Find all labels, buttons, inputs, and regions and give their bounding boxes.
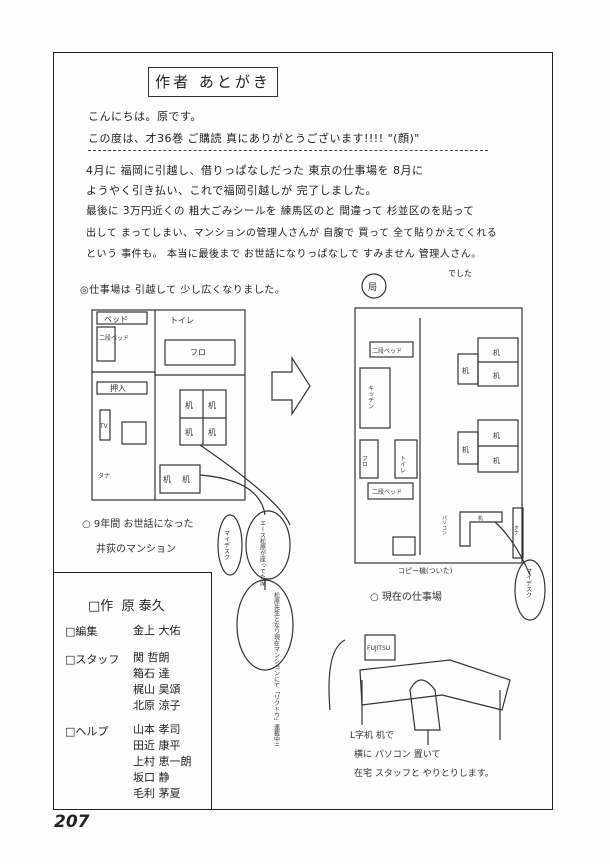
desk-caption: 横に パソコン 置いて [354, 748, 440, 760]
aside-note: でした [448, 269, 472, 278]
copier-label: コピー機(ついた) [398, 566, 453, 575]
balloon-ace: エース松原が座ってた席 [259, 520, 266, 587]
new-plan-label: 机 [493, 456, 500, 465]
editor-name: 金上 大佑 [133, 624, 181, 637]
help-list: 山本 孝司 田近 康平 上村 恵一朗 坂口 静 毛利 茅夏 [133, 722, 192, 802]
staff-label: □スタッフ [65, 653, 120, 666]
balloon-mydesk-new: マイデスク [525, 568, 532, 598]
old-plan-label: タナ [98, 472, 110, 480]
balloon-mydesk-old: マイデスク [223, 530, 230, 560]
staff-name: 梶山 昊頌 [133, 683, 181, 696]
help-name: 田近 康平 [133, 739, 181, 752]
old-plan-label: TV [99, 423, 109, 430]
old-plan-caption: 井荻のマンション [96, 542, 176, 555]
new-plan-label: パソコン [441, 515, 447, 535]
new-plan-label: 机 [478, 515, 483, 522]
new-plan-label: 二段ベッド [372, 347, 402, 355]
page-number: 207 [54, 812, 90, 832]
old-plan-label: 机 [208, 427, 216, 437]
new-plan-label: 机 [493, 371, 500, 380]
new-plan-label: 机 [462, 366, 469, 375]
new-plan-label: 机 [462, 445, 469, 454]
new-plan-labels: 局 二段ベッド キッチン フロ トイレ 二段ベッド 机 机 机 机 机 机 机 … [350, 282, 532, 779]
desk-caption: L字机 机で [350, 729, 394, 741]
old-plan-label: 机 [163, 474, 171, 484]
old-plan-label: 机 [182, 474, 190, 484]
staff-list: 関 哲朗 箱石 達 梶山 昊頌 北原 涼子 [133, 650, 181, 714]
arrow-icon [271, 355, 311, 417]
new-plan-label: キッチン [367, 385, 374, 409]
old-plan-label: ベッド [104, 315, 128, 324]
help-label: □ヘルプ [65, 725, 109, 738]
staff-name: 北原 涼子 [133, 699, 181, 712]
new-plan-label: 机 [493, 431, 500, 440]
new-plan-label: タナ [513, 525, 519, 535]
old-plan-caption: ○ 9年間 お世話になった [82, 517, 193, 530]
staff-name: 関 哲朗 [133, 651, 170, 664]
old-plan-labels: ベッド 二段ベッド トイレ フロ 押入 TV タナ 机 机 机 机 机 机 ○ … [82, 315, 280, 747]
old-plan-label: 机 [185, 400, 193, 410]
old-floor-plan [91, 309, 294, 671]
new-plan-label: トイレ [399, 455, 406, 473]
thanks-line: この度は、才36巻 ご購読 真にありがとうございます!!!! "(顔)" [88, 132, 420, 145]
monitor-brand: FUJITSU [367, 645, 390, 652]
new-plan-label: 机 [493, 348, 500, 357]
author-label: □作 [88, 599, 114, 614]
divider [88, 150, 488, 151]
help-name: 山本 孝司 [133, 723, 181, 736]
new-plan-label: フロ [361, 455, 368, 467]
help-name: 上村 恵一朗 [133, 755, 192, 768]
credits-box: □作 原 泰久 □編集 金上 大佑 □スタッフ 関 哲朗 箱石 達 梶山 昊頌 … [53, 572, 212, 809]
balloon-matsubara: 松原先生となり現在マンションにて「リクドウ」連載中!! [273, 591, 280, 747]
help-name: 毛利 茅夏 [133, 787, 181, 800]
desk-caption: 在宅 スタッフと やりとりします。 [354, 767, 494, 779]
new-plan-caption: ○ 現在の仕事場 [370, 590, 442, 603]
new-floor-plan [328, 273, 546, 745]
paragraph-line: という 事件も。 本当に最後まで お世話になりっぱなしで すみません 管理人さん… [86, 249, 482, 260]
new-plan-label: 二段ベッド [372, 488, 402, 496]
paragraph-line: 4月に 福岡に引越し、借りっぱなしだった 東京の仕事場を 8月に [86, 164, 424, 177]
old-plan-label: フロ [190, 348, 206, 357]
old-plan-label: 二段ベッド [99, 334, 129, 342]
stamp: 局 [368, 282, 377, 293]
help-name: 坂口 静 [133, 771, 170, 784]
old-plan-label: 押入 [110, 383, 126, 393]
section-note: ◎仕事場は 引越して 少し広くなりました。 [80, 285, 286, 296]
old-plan-label: 机 [185, 427, 193, 437]
afterword-title: 作者 あとがき [148, 67, 278, 97]
paragraph-line: 最後に 3万円近くの 粗大ごみシールを 練馬区のと 間違って 杉並区のを貼って [86, 205, 475, 217]
greeting: こんにちは。原です。 [88, 110, 202, 123]
editor-label: □編集 [65, 625, 98, 638]
paragraph-line: ようやく引き払い、これで福岡引越しが 完了しました。 [86, 184, 378, 197]
staff-name: 箱石 達 [133, 667, 170, 680]
page-frame [53, 52, 553, 810]
author-name: 原 泰久 [121, 599, 165, 614]
old-plan-label: 机 [208, 400, 216, 410]
old-plan-label: トイレ [170, 316, 194, 325]
paragraph-line: 出して まってしまい、マンションの管理人さんが 自腹で 買って 全て貼りかえてく… [86, 228, 498, 239]
